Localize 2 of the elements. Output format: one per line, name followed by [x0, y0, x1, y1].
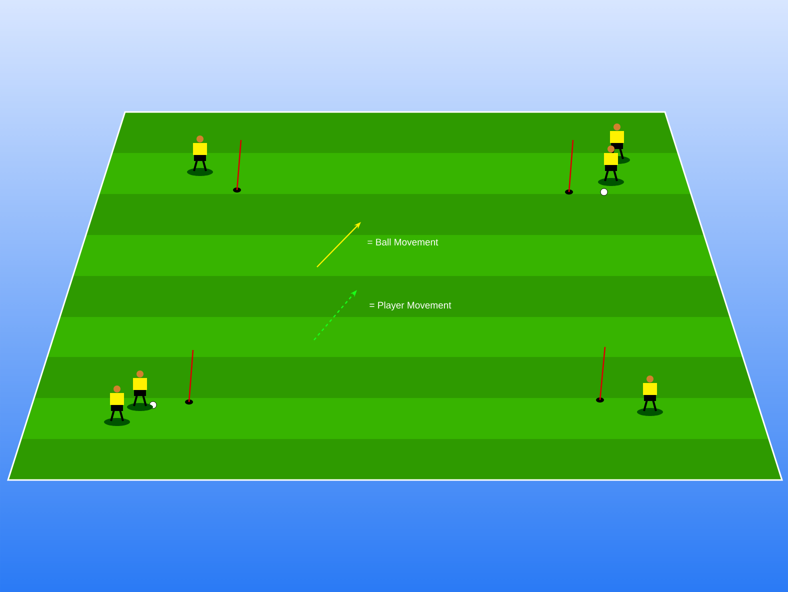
- legend-text: = Player Movement: [370, 302, 452, 310]
- legend-text: = Ball Movement: [368, 238, 438, 246]
